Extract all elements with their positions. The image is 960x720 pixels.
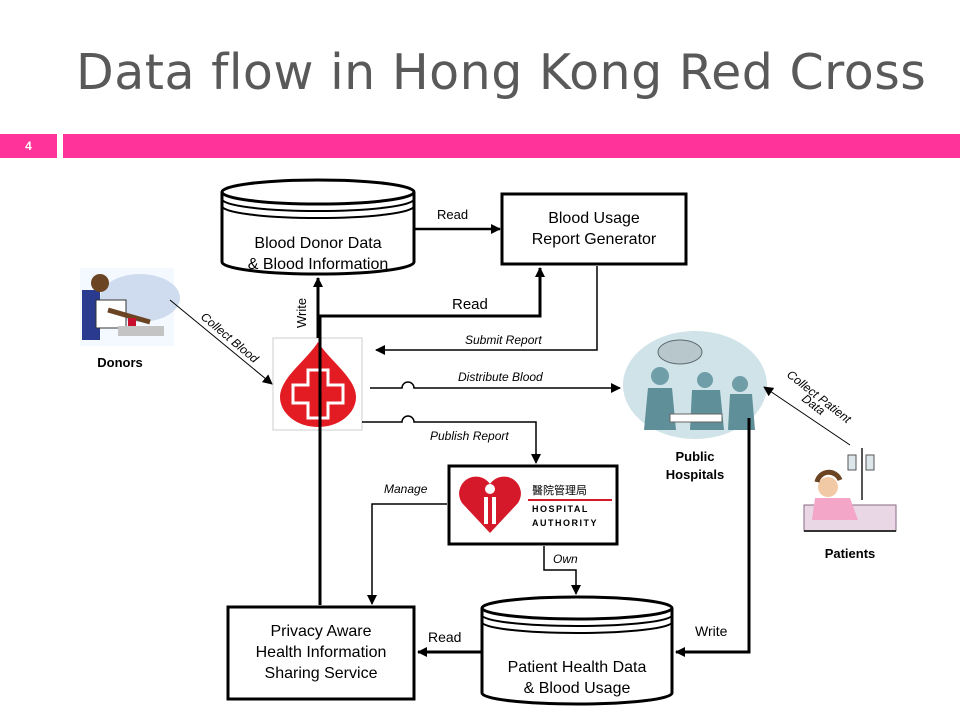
patient-database-label-2: & Blood Usage xyxy=(524,680,631,697)
hospital-authority-logo: 醫院管理局 HOSPITAL AUTHORITY xyxy=(447,464,619,546)
patient-database: Patient Health Data & Blood Usage xyxy=(480,595,674,706)
privacy-service-box: Privacy Aware Health Information Sharing… xyxy=(226,605,416,701)
ha-name-2: AUTHORITY xyxy=(532,518,598,528)
edge-distribute xyxy=(370,381,621,393)
report-generator-label-2: Report Generator xyxy=(532,231,657,248)
ha-heart-icon xyxy=(459,476,521,533)
donor-illustration: Donors xyxy=(80,268,180,370)
header-bar xyxy=(63,134,960,158)
page-title: Data flow in Hong Kong Red Cross xyxy=(76,44,927,101)
edge-publish-label: Publish Report xyxy=(430,429,509,443)
edge-publish xyxy=(362,415,541,464)
edge-read-top-label: Read xyxy=(437,207,468,222)
ha-name-1: HOSPITAL xyxy=(532,504,589,514)
patient-illustration: Patients xyxy=(803,448,897,561)
blood-donor-database: Blood Donor Data & Blood Information xyxy=(220,178,416,276)
report-generator-box: Blood Usage Report Generator xyxy=(500,192,688,266)
blood-donor-database-label-2: & Blood Information xyxy=(248,256,389,273)
edge-submit xyxy=(375,266,598,355)
edge-distribute-label: Distribute Blood xyxy=(458,370,543,384)
hospitals-label-2: Hospitals xyxy=(666,467,725,482)
edge-collect-patient xyxy=(763,386,851,446)
edge-write-bottom-label: Write xyxy=(695,623,728,639)
hospital-illustration: Public Hospitals xyxy=(623,331,767,482)
donors-label: Donors xyxy=(97,355,143,370)
edge-read-bottom-label: Read xyxy=(428,629,461,645)
edge-read-mid xyxy=(318,267,545,605)
edge-own xyxy=(543,546,581,595)
patients-label: Patients xyxy=(825,546,876,561)
privacy-service-label-2: Health Information xyxy=(256,644,387,661)
cross-icon xyxy=(291,368,345,420)
edge-collect-blood-label: Collect Blood xyxy=(198,310,261,366)
patient-database-label-1: Patient Health Data xyxy=(508,659,647,676)
hospitals-label-1: Public xyxy=(675,449,714,464)
edge-write-bottom xyxy=(675,418,751,657)
slide-number: 4 xyxy=(0,134,57,158)
blood-donor-database-label-1: Blood Donor Data xyxy=(254,235,381,252)
ha-chinese-name: 醫院管理局 xyxy=(532,483,587,497)
edge-manage xyxy=(367,503,447,605)
report-generator-label-1: Blood Usage xyxy=(548,210,640,227)
edge-own-label: Own xyxy=(553,552,578,566)
privacy-service-label-3: Sharing Service xyxy=(265,665,378,682)
edge-collect-blood xyxy=(169,299,273,385)
edge-submit-label: Submit Report xyxy=(465,333,542,347)
edge-write-label: Write xyxy=(294,298,309,328)
privacy-service-label-1: Privacy Aware xyxy=(270,623,371,640)
edge-read-mid-label: Read xyxy=(452,296,488,313)
edge-manage-label: Manage xyxy=(384,482,428,496)
red-cross-logo xyxy=(272,337,363,431)
